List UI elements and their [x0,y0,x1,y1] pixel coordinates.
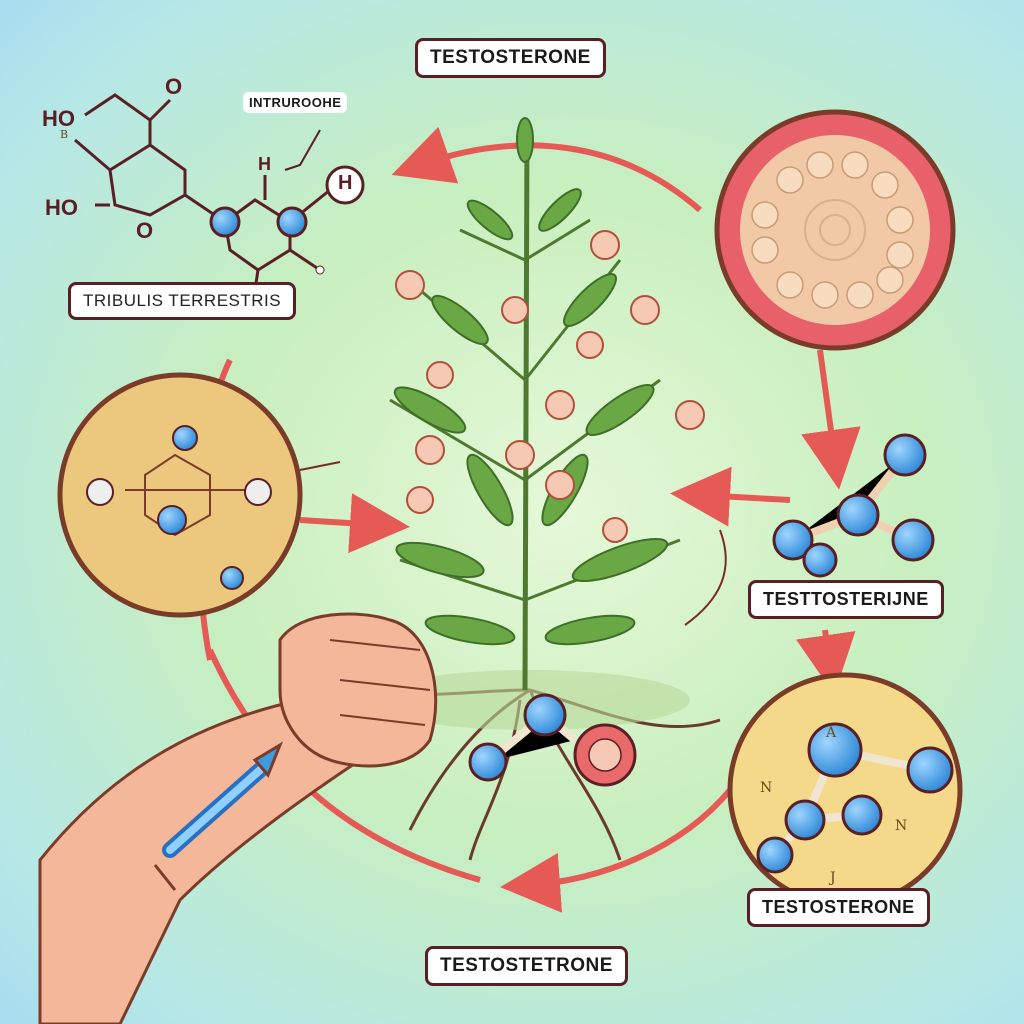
chem-b-small: B [60,128,69,141]
circle-mark: J [830,870,836,886]
circle-mark: A [826,725,837,741]
chem-o-ring: O [136,218,154,243]
bottom-right-molecule-circle [727,672,963,908]
tissue-cross-section [714,109,956,351]
right-molecule [772,433,935,578]
label-top-testosterone: TESTOSTERONE [415,38,606,78]
small-arrow [299,461,341,471]
label-plant-name: TRIBULIS TERRESTRIS [68,282,297,320]
chem-ho-bottom: HO [45,195,78,220]
chem-ho-top: HO [42,106,75,131]
label-right-mid: TESTTOSTERIJNE [748,580,944,619]
label-right-bottom: TESTOSTERONE [747,888,930,927]
curved-arrow [684,529,727,626]
chem-h-circle: H [338,172,353,194]
chem-o-top: O [165,74,183,99]
chemical-structure [74,93,331,291]
tribulus-plant [370,117,721,861]
left-molecule-circle [57,372,303,618]
label-bottom: TESTOSTETRONE [425,946,628,986]
circle-mark: N [760,780,773,796]
chem-h-mid: H [258,154,271,174]
label-callout: INTRUROOHE [243,92,348,113]
circle-mark: N [895,818,908,834]
arm-with-syringe [38,612,438,1024]
